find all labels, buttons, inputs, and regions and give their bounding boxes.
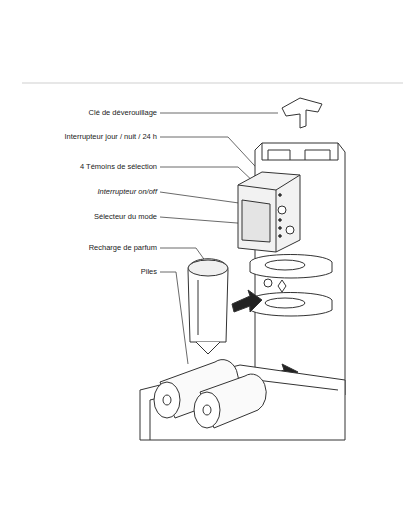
part-label: Piles	[141, 267, 157, 276]
part-label: Clé de déverouillage	[89, 108, 157, 117]
part-label: 4 Témoins de sélection	[80, 162, 157, 171]
part-label: Sélecteur du mode	[94, 212, 157, 221]
top-rule	[22, 83, 403, 84]
part-label: Recharge de parfum	[89, 243, 157, 252]
part-label: Interrupteur jour / nuit / 24 h	[64, 132, 157, 141]
part-label: Interrupteur on/off	[97, 187, 157, 196]
dispenser-body	[140, 98, 345, 440]
